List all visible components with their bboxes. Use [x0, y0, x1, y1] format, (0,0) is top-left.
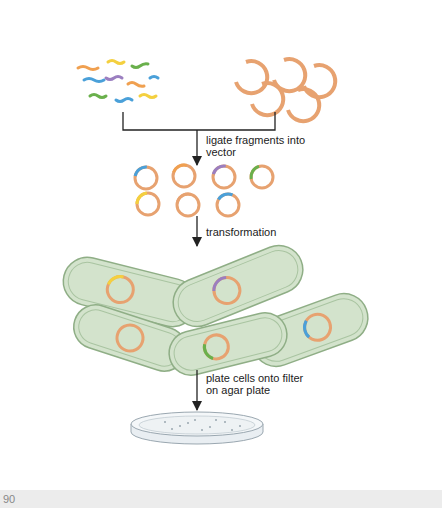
- step-label: ligate fragments into vector: [206, 134, 306, 158]
- process-arrow: [196, 130, 197, 165]
- page-number: 90: [3, 493, 43, 505]
- dna-fragments: [78, 61, 158, 102]
- step-label: transformation: [206, 226, 306, 238]
- step-label: plate cells onto filter on agar plate: [206, 372, 318, 396]
- joining-bracket: [123, 112, 275, 130]
- vector-plasmids: [226, 59, 335, 127]
- agar-plate: [131, 412, 263, 444]
- bacterial-cells: [58, 238, 374, 380]
- recombinant-plasmids: [133, 162, 274, 220]
- process-arrow: [196, 370, 197, 410]
- footer-bar: [0, 490, 442, 508]
- process-arrow: [196, 216, 197, 246]
